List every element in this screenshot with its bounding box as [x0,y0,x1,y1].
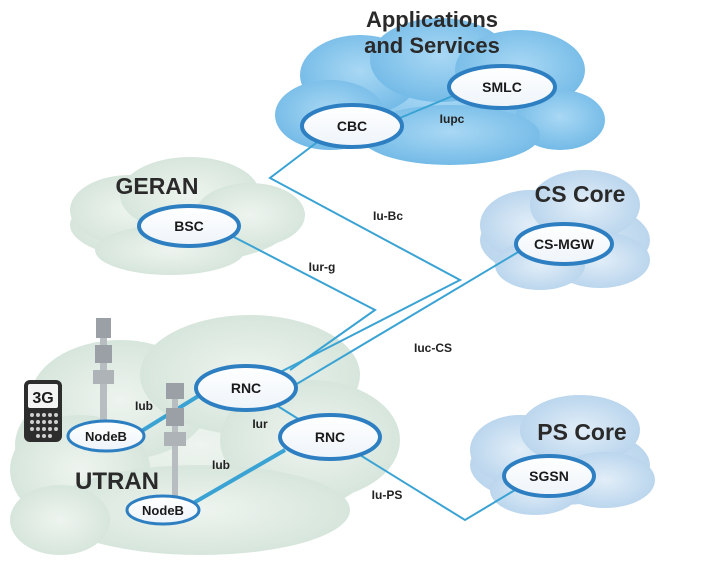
antenna-tower-upper [93,318,114,428]
node-bsc-label: BSC [174,218,204,234]
node-sgsn[interactable]: SGSN [502,454,596,498]
links [229,94,531,522]
applications-title-line1: Applications [366,7,498,32]
phone-3g-icon: 3G [24,380,62,442]
label-iuc-cs: Iuc-CS [414,341,452,355]
label-iub-lower: Iub [212,458,230,472]
label-iur-g: Iur-g [309,260,336,274]
ps-core-title: PS Core [537,419,626,445]
applications-title-line2: and Services [364,33,500,58]
antenna-tower-lower [164,383,186,505]
label-iu-bc: Iu-Bc [373,209,403,223]
link-iupc [394,94,456,121]
node-nodeb-lower-label: NodeB [142,503,184,518]
link-iur-g [229,234,377,371]
node-smlc-label: SMLC [482,79,522,95]
label-iur: Iur [252,417,268,431]
node-bsc[interactable]: BSC [137,204,241,248]
utran-cloud [10,315,400,555]
link-iub-lower [188,448,287,507]
node-nodeb-upper[interactable]: NodeB [66,419,146,453]
cs-core-title: CS Core [535,181,626,207]
node-nodeb-upper-label: NodeB [85,429,127,444]
node-cbc-label: CBC [337,118,367,134]
node-rnc-upper-label: RNC [231,380,261,396]
phone-badge: 3G [32,390,53,407]
label-iub-upper: Iub [135,399,153,413]
node-smlc[interactable]: SMLC [447,64,557,110]
label-iupc: Iupc [440,112,465,126]
node-rnc-upper[interactable]: RNC [194,364,298,412]
label-iu-ps: Iu-PS [372,488,403,502]
node-cs-mgw-label: CS-MGW [534,236,595,252]
node-rnc-lower[interactable]: RNC [278,413,382,461]
node-sgsn-label: SGSN [529,468,569,484]
utran-title: UTRAN [75,468,159,495]
node-nodeb-lower[interactable]: NodeB [125,494,201,526]
node-rnc-lower-label: RNC [315,429,345,445]
node-cs-mgw[interactable]: CS-MGW [514,222,614,266]
link-iuc-cs [289,244,531,389]
link-iu-bc [254,139,463,386]
link-iu-ps [359,454,516,522]
node-cbc[interactable]: CBC [300,103,404,149]
geran-title: GERAN [115,173,198,199]
